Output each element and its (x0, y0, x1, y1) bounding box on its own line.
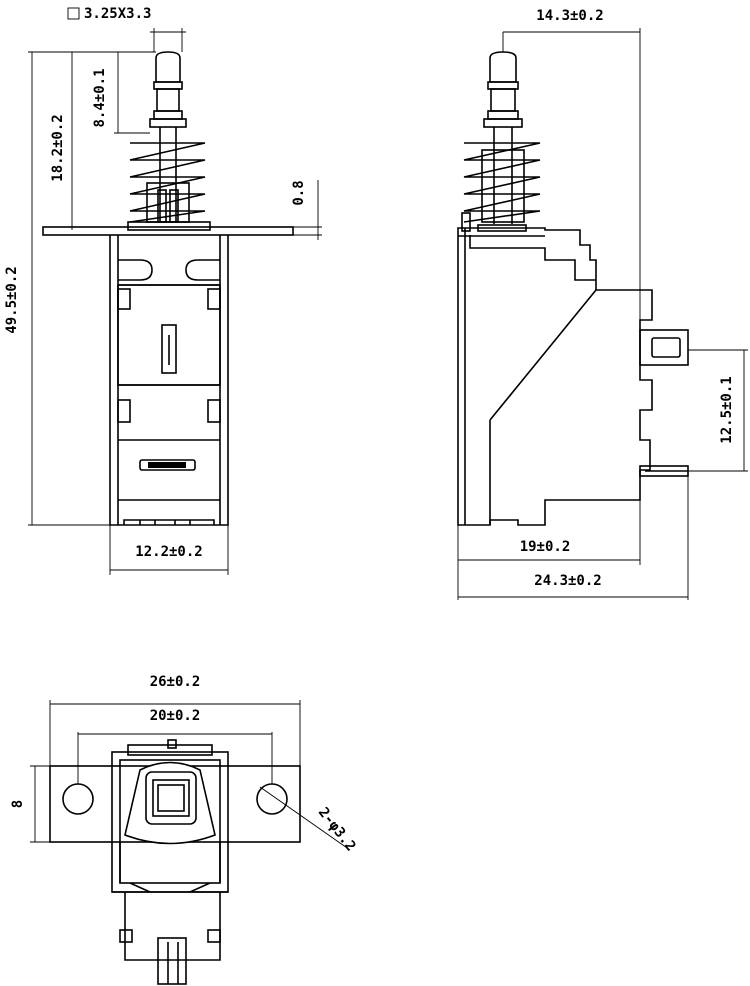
dim-body-width: 12.2±0.2 (135, 544, 202, 560)
dim-overall-depth: 24.3±0.2 (534, 573, 601, 589)
square-symbol-icon (67, 7, 80, 20)
dim-square-note: 3.25X3.3 (84, 6, 151, 22)
dim-terminal-spacing: 12.5±0.1 (719, 376, 735, 443)
dim-overall-height: 49.5±0.2 (4, 266, 20, 333)
dim-plunger-offset: 14.3±0.2 (536, 8, 603, 24)
front-view: 3.25X3.3 (4, 6, 322, 575)
dim-plunger-height: 8.4±0.1 (92, 68, 108, 127)
dim-body-depth: 19±0.2 (520, 539, 571, 555)
dim-flange-width: 8 (10, 800, 26, 808)
dim-flange-thickness: 0.8 (291, 180, 307, 205)
side-view: 14.3±0.2 12.5±0.1 19±0.2 24.3±0.2 (457, 8, 748, 600)
dim-height-above-flange: 18.2±0.2 (50, 114, 66, 181)
mounting-hole-left (62, 783, 94, 815)
top-view: 26±0.2 20±0.2 8 2-φ3.2 (10, 674, 359, 985)
dim-hole-spacing: 20±0.2 (150, 708, 201, 724)
dim-flange-length: 26±0.2 (150, 674, 201, 690)
